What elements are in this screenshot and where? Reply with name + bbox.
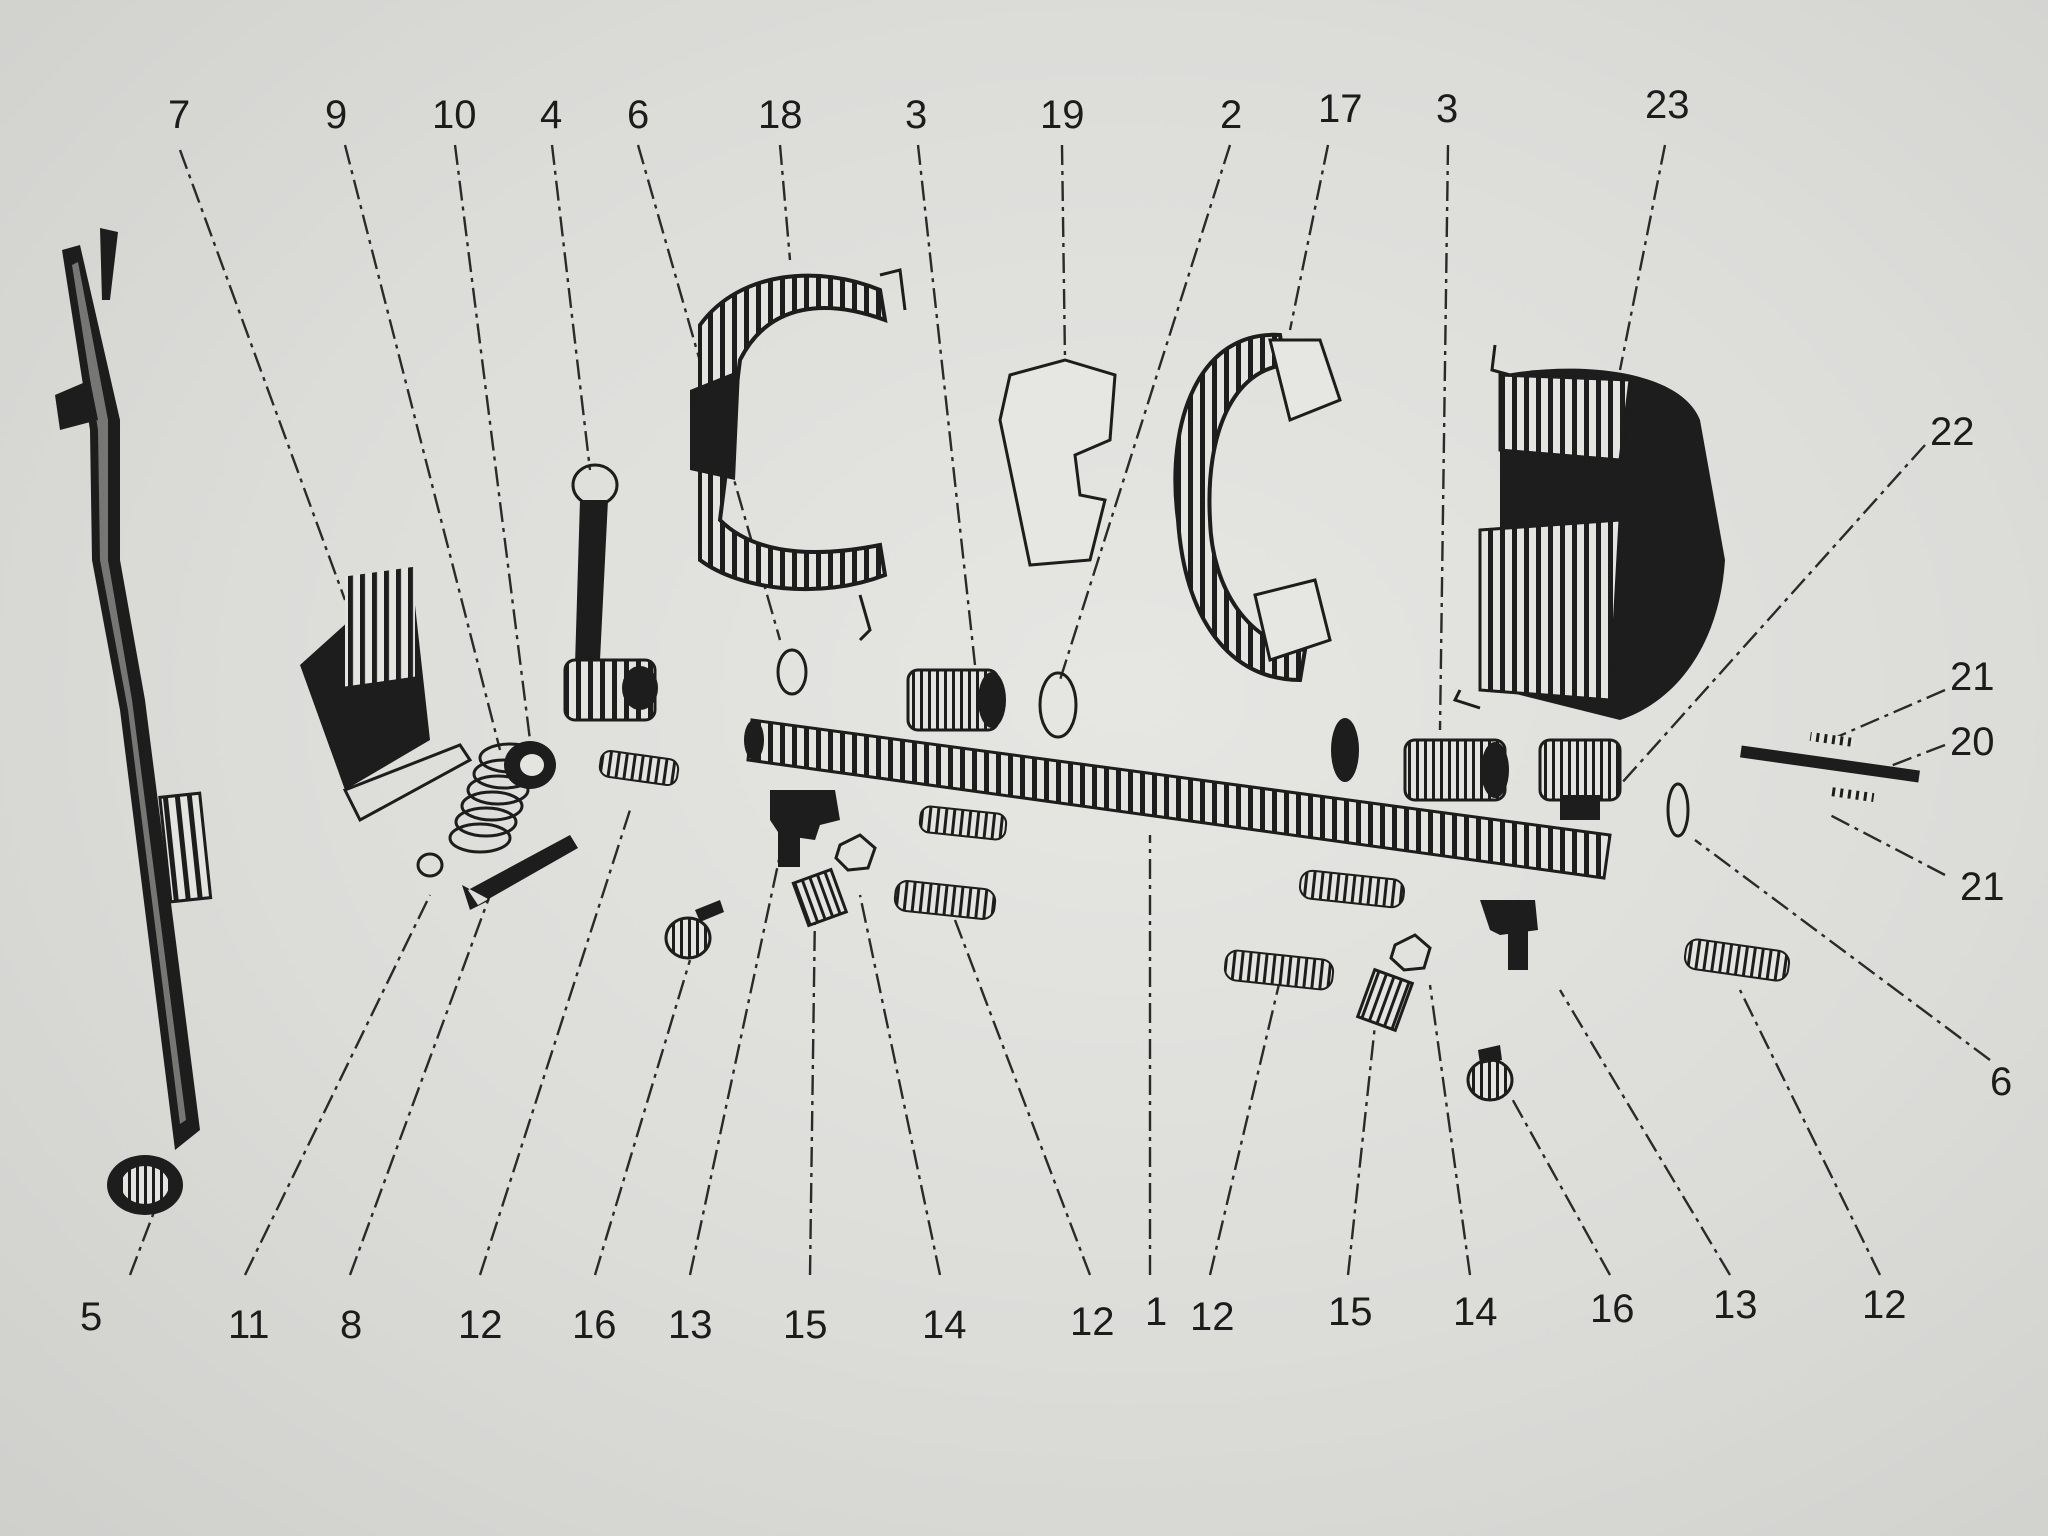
callout-19: 19: [1040, 93, 1085, 137]
callouts-bottom: 5 11 8 12 16 13 15 14 12 1 12 15 14 16 1…: [80, 1283, 1907, 1347]
callouts-right: 22 21 20 21 6: [1930, 410, 2012, 1104]
block-22: [1538, 738, 1622, 820]
callout-16a: 16: [572, 1303, 617, 1347]
lever-arm: [563, 463, 658, 722]
callout-13b: 13: [1713, 1283, 1758, 1327]
brake-drum-23: [1452, 344, 1725, 720]
callout-15a: 15: [783, 1303, 828, 1347]
bushing-3-left: [906, 668, 1006, 732]
callout-4: 4: [540, 93, 562, 137]
washer-6-right: [1666, 782, 1690, 838]
main-shaft: [744, 718, 1612, 880]
callout-23: 23: [1645, 83, 1690, 127]
callout-15b: 15: [1328, 1290, 1373, 1334]
brake-band-17: [1173, 332, 1342, 683]
callout-21a: 21: [1950, 655, 1995, 699]
washer-6-left: [776, 648, 808, 696]
callout-9: 9: [325, 93, 347, 137]
callout-22: 22: [1930, 410, 1975, 454]
clevis-13: [770, 790, 1538, 970]
ratchet-bracket: [300, 566, 473, 823]
washer-2: [1038, 671, 1078, 739]
callouts-top: 7 9 10 4 6 18 3 19 2 17 3 23: [168, 83, 1690, 137]
l-pin: [462, 835, 578, 910]
callout-3b: 3: [1436, 87, 1458, 131]
callout-21b: 21: [1960, 865, 2005, 909]
callout-20: 20: [1950, 720, 1995, 764]
callout-3: 3: [905, 93, 927, 137]
bushing-3-right: [1403, 738, 1509, 802]
callout-18: 18: [758, 93, 803, 137]
callout-17: 17: [1318, 87, 1363, 131]
callout-14a: 14: [922, 1303, 967, 1347]
brake-lever: [55, 228, 213, 1215]
callout-12d: 12: [1862, 1283, 1907, 1327]
callout-6: 6: [627, 93, 649, 137]
callout-14b: 14: [1453, 1290, 1498, 1334]
callout-16b: 16: [1590, 1287, 1635, 1331]
callout-10: 10: [432, 93, 477, 137]
nuts-and-fittings: [664, 833, 1514, 1102]
callout-13a: 13: [668, 1303, 713, 1347]
cover-plate-19: [998, 358, 1117, 567]
callout-1: 1: [1145, 1290, 1167, 1334]
leader-lines: [128, 144, 1991, 1276]
rod-20: [1740, 731, 1920, 803]
callout-12a: 12: [458, 1303, 503, 1347]
brake-band-18: [690, 268, 907, 642]
washer-2-right: [1331, 718, 1359, 782]
callout-8: 8: [340, 1303, 362, 1347]
callout-11: 11: [228, 1303, 270, 1347]
callout-6b: 6: [1990, 1060, 2012, 1104]
callout-2: 2: [1220, 93, 1242, 137]
pins: [598, 749, 1791, 991]
callout-12b: 12: [1070, 1300, 1115, 1344]
spring-assembly: [416, 741, 556, 878]
callout-5: 5: [80, 1295, 102, 1339]
callout-7: 7: [168, 93, 190, 137]
callout-12c: 12: [1190, 1295, 1235, 1339]
